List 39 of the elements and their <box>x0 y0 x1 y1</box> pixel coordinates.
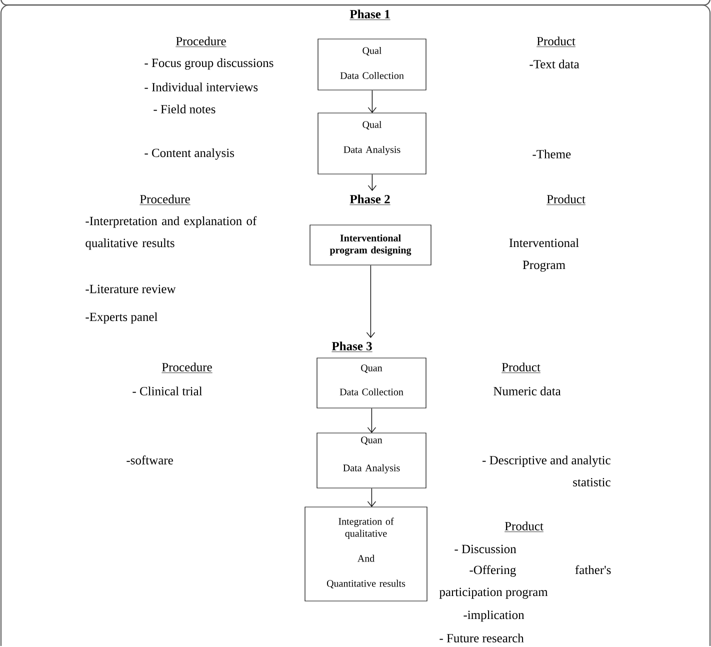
column-heading: Procedure <box>139 194 191 205</box>
list-item: -Text data <box>530 60 580 68</box>
list-item: - Individual interviews <box>144 82 258 92</box>
column-heading: Product <box>504 522 544 532</box>
list-item: - Content analysis <box>144 148 234 160</box>
column-heading: Product <box>536 36 576 47</box>
list-item: - Future research <box>440 634 524 642</box>
column-heading: Product <box>546 194 586 205</box>
process-box: Interventional program designing <box>310 224 432 266</box>
arrow <box>367 488 376 507</box>
list-item: -implication <box>464 610 524 622</box>
phase-heading: Phase 2 <box>350 194 391 205</box>
process-box: Qual Data Collection <box>318 38 426 90</box>
list-item: - Field notes <box>154 104 216 114</box>
list-item: - Descriptive and analytic statistic <box>482 456 610 486</box>
list-item: - Discussion <box>454 544 516 554</box>
list-item: -Theme <box>532 150 571 158</box>
process-box: Integration of qualitative And Quantitative results <box>304 506 428 602</box>
column-heading: Product <box>501 362 541 373</box>
phase-heading: Phase 1 <box>350 10 391 20</box>
phase-heading: Phase 3 <box>332 342 373 352</box>
list-item: -Literature review <box>86 284 176 294</box>
arrow <box>368 90 377 113</box>
arrow <box>368 174 377 191</box>
process-box: Qual Data Analysis <box>318 112 426 174</box>
arrow <box>367 408 376 433</box>
list-item: -software <box>126 456 173 464</box>
list-item: -Interpretation and explanation of qualitative results <box>86 216 257 250</box>
column-heading: Procedure <box>161 362 213 373</box>
list-item: Numeric data <box>494 386 561 396</box>
list-item: -Offering father's participation program <box>439 565 611 599</box>
list-item: - Focus group discussions <box>144 58 274 70</box>
process-box: Quan Data Analysis <box>316 432 426 488</box>
list-item: Interventional Program <box>509 238 579 272</box>
list-item: - Clinical trial <box>132 386 202 396</box>
process-box: Quan Data Collection <box>316 358 426 408</box>
column-heading: Procedure <box>175 36 227 47</box>
list-item: -Experts panel <box>86 312 158 324</box>
arrow <box>366 265 376 338</box>
